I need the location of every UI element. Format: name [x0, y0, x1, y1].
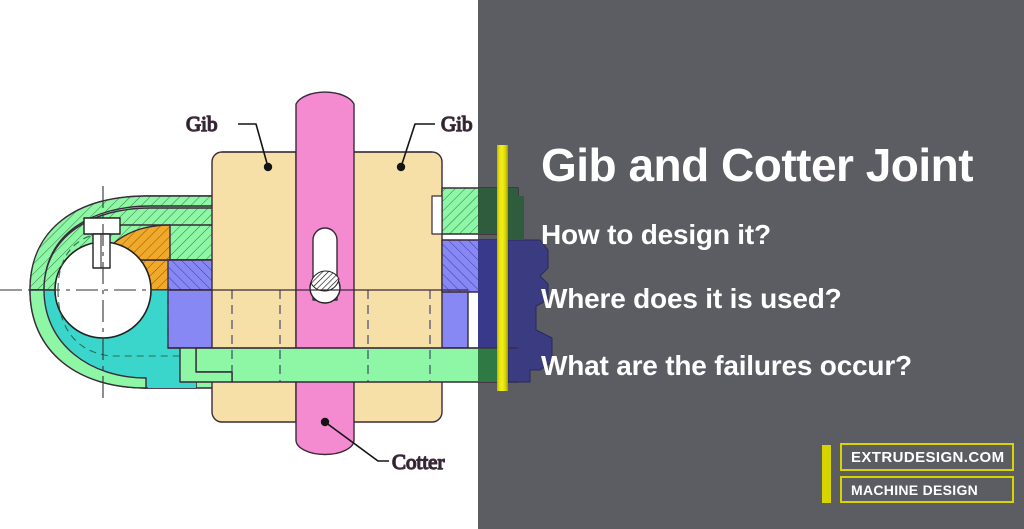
- label-leader-gib-right: [400, 123, 435, 168]
- leader-dot-gib-right: [396, 162, 406, 172]
- subtitle-question-1: How to design it?: [541, 219, 771, 250]
- label-gib-left: Gib: [186, 112, 218, 136]
- subtitle-question-2: Where does it is used?: [541, 283, 842, 314]
- leader-dot-cotter: [320, 417, 330, 427]
- label-gib-right: Gib: [441, 112, 473, 136]
- label-leader-gib-left: [238, 123, 269, 168]
- brand-logo[interactable]: EXTRUDESIGN.COM MACHINE DESIGN: [822, 443, 1014, 505]
- cotter-slot: [309, 227, 341, 304]
- logo-accent-bar: [822, 445, 831, 503]
- background-gray-panel: [478, 0, 1024, 529]
- page-title: Gib and Cotter Joint: [541, 139, 974, 191]
- logo-tagline: MACHINE DESIGN: [840, 476, 1014, 503]
- diagram-outlines: [168, 151, 518, 349]
- hidden-edges: [167, 260, 431, 382]
- leader-dot-gib-left: [263, 162, 273, 172]
- logo-site-name: EXTRUDESIGN.COM: [840, 443, 1014, 471]
- socket-lower-mint: [29, 289, 147, 389]
- centre-lines: [0, 186, 210, 400]
- subtitle-question-3: What are the failures occur?: [541, 350, 912, 381]
- label-cotter: Cotter: [392, 450, 445, 474]
- bolt: [83, 217, 121, 269]
- vertical-yellow-divider-bar: [497, 145, 508, 391]
- label-leader-cotter: [324, 421, 389, 462]
